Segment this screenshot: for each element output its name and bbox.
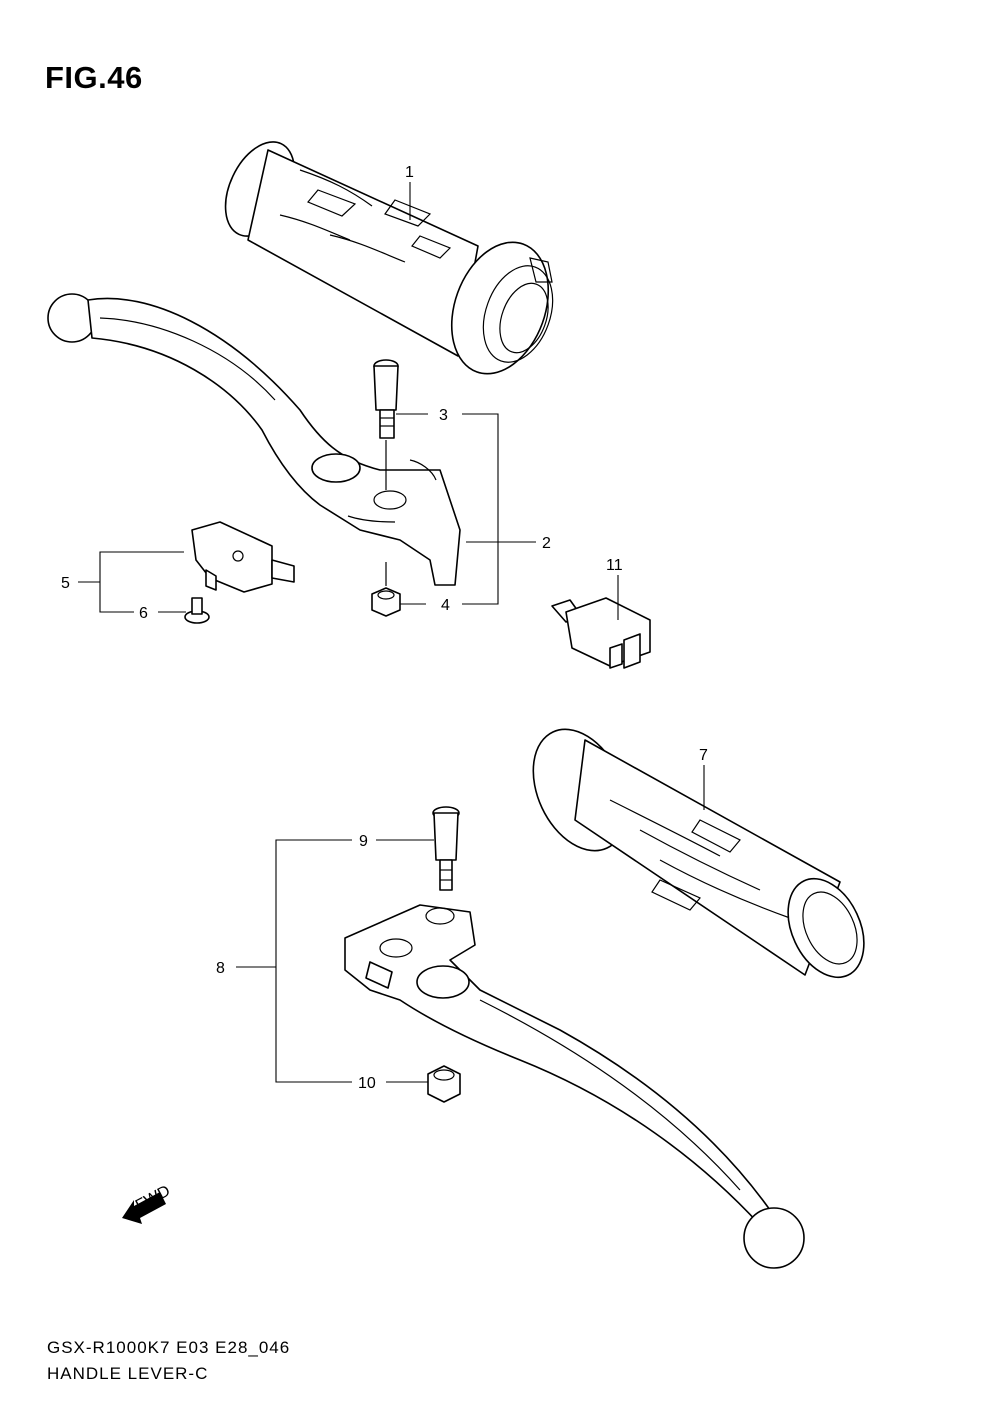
throttle-grip-part [224,141,554,375]
diagram-name: HANDLE LEVER-C [47,1364,209,1383]
callout-5: 5 [61,575,70,592]
brake-lever-part [47,293,461,586]
nut-upper-part [371,562,401,617]
diagram-code: GSX-R1000K7 E03 E28_046 [47,1338,291,1357]
callout-10: 10 [358,1075,376,1092]
callout-9: 9 [359,833,368,850]
callout-6: 6 [139,605,148,622]
forward-direction-arrow-icon: FWD [122,1182,173,1224]
handlebar-grip-part [532,728,865,979]
callout-7: 7 [699,747,708,764]
brake-switch-part [191,521,295,593]
callout-4: 4 [441,597,450,614]
nut-lower-part [427,1065,461,1103]
callout-8: 8 [216,960,225,977]
callout-2: 2 [542,535,551,552]
callout-3: 3 [439,407,448,424]
clutch-lever-part [344,904,805,1269]
figure-title: FIG.46 [45,60,143,95]
callout-11: 11 [606,557,623,574]
callout-1: 1 [405,164,414,181]
screw-part [184,597,210,624]
callout-labels: 1 2 3 4 5 6 7 8 9 10 11 [61,164,708,1092]
leader-lines [78,182,705,1083]
clutch-switch-part [551,597,651,669]
pivot-bolt-lower-part [432,806,460,891]
pivot-bolt-upper-part [373,359,399,490]
